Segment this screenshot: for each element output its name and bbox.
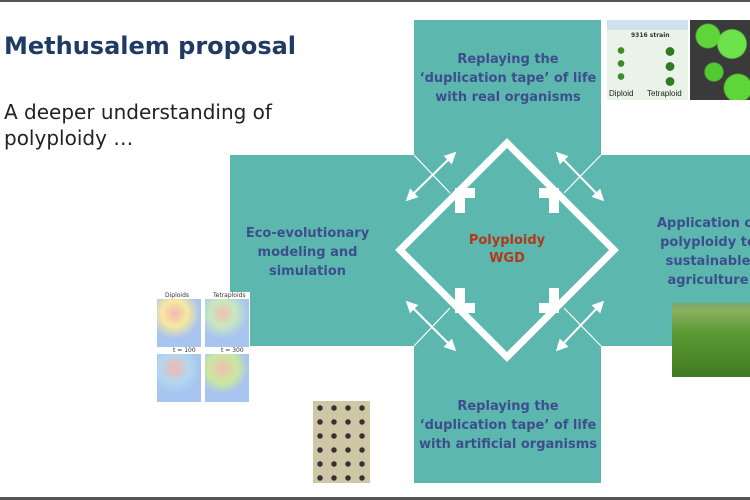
window-bottom-border [0,497,750,500]
arrow-bottom-right [555,300,605,352]
label-modeling: Eco-evolutionary modeling and simulation [245,226,370,279]
heatmap-title-tetraploids: Tetraploids [213,292,246,299]
arrow-top-right [555,151,605,202]
algae-microscope-image [690,20,750,100]
tetraploid-label: Tetraploid [647,89,682,98]
window-top-border [0,0,750,2]
heatmap-title-diploids: Diploids [165,292,190,299]
heatmap-title-t100: t = 100 [173,347,196,354]
diamond-outline [395,138,619,362]
label-artificial-organisms: Replaying the ‘duplication tape’ of life… [418,399,598,452]
arrow-top-left [405,151,457,202]
label-real-organisms: Replaying the ‘duplication tape’ of life… [419,52,597,105]
diploid-label: Diploid [609,89,634,98]
slide-title: Methusalem proposal [4,32,297,60]
grass-field-image [672,303,750,377]
center-polyploidy: Polyploidy [468,233,546,248]
arrow-bottom-left [405,300,457,352]
plants-strain-label: 9316 strain [631,32,670,39]
label-agriculture: Application of polyploidy to sustainable… [656,216,750,288]
cross-shape [230,20,750,483]
heatmap-title-t300: t = 300 [221,347,244,354]
heatmap-image: Diploids Tetraploids t = 100 t = 300 [155,292,250,402]
robots-image [313,401,370,483]
diamond-notches [455,188,559,313]
center-label: Polyploidy WGD [457,232,557,268]
center-wgd: WGD [489,251,525,266]
plants-image: 9316 strain Diploid Tetraploid [607,20,688,100]
slide-subtitle: A deeper understanding of polyploidy … [4,100,272,150]
